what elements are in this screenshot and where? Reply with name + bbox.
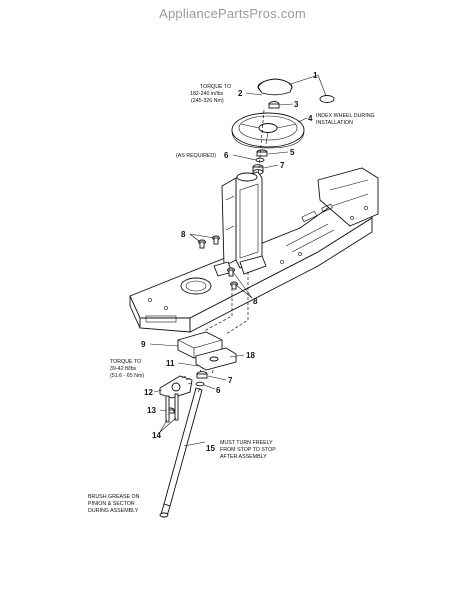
svg-text:(245-326 Nm): (245-326 Nm) xyxy=(191,98,224,104)
note-torque-mid: TORQUE TO 39-42 ft/lbs (51.6 - 65 Nm) xyxy=(110,359,144,379)
washer-6-lower xyxy=(195,381,205,387)
note-must-turn-freely: MUST TURN FREELY FROM STOP TO STOP AFTER… xyxy=(220,440,276,460)
sector-bracket xyxy=(195,347,237,371)
steering-nut xyxy=(268,101,280,109)
bolts-14 xyxy=(165,393,179,423)
bolt-8-lower xyxy=(227,267,238,290)
steering-wheel-cap xyxy=(257,78,293,96)
svg-text:DURING ASSEMBLY: DURING ASSEMBLY xyxy=(88,508,139,514)
pinion-gear xyxy=(159,375,193,399)
callout-3: 3 xyxy=(294,100,299,109)
steering-column-support xyxy=(213,171,267,277)
cap-insert xyxy=(319,95,335,103)
svg-text:PINION & SECTOR: PINION & SECTOR xyxy=(88,501,135,507)
callout-8-lower: 8 xyxy=(253,297,258,306)
svg-text:182-240 in/lbs: 182-240 in/lbs xyxy=(190,91,224,97)
svg-text:MUST TURN FREELY: MUST TURN FREELY xyxy=(220,440,273,446)
svg-text:(51.6 - 65 Nm): (51.6 - 65 Nm) xyxy=(110,373,144,379)
svg-text:TORQUE TO: TORQUE TO xyxy=(200,84,231,90)
callout-13: 13 xyxy=(147,406,156,415)
callout-5: 5 xyxy=(290,148,295,157)
note-as-required: (AS REQUIRED) xyxy=(176,153,216,159)
svg-text:AFTER ASSEMBLY: AFTER ASSEMBLY xyxy=(220,454,267,460)
svg-text:FROM STOP TO STOP: FROM STOP TO STOP xyxy=(220,447,276,453)
callout-6: 6 xyxy=(224,151,229,160)
callout-4: 4 xyxy=(308,114,313,123)
callout-2: 2 xyxy=(238,89,243,98)
bushing-7-lower xyxy=(196,371,208,379)
note-index-wheel: INDEX WHEEL DURING INSTALLATION xyxy=(316,113,375,126)
site-watermark-title: AppliancePartsPros.com xyxy=(159,6,306,21)
callout-12: 12 xyxy=(144,388,153,397)
spacer-5 xyxy=(256,149,268,157)
callout-7: 7 xyxy=(280,161,285,170)
callout-14: 14 xyxy=(152,431,161,440)
steering-wheel xyxy=(231,112,305,149)
svg-text:TORQUE TO: TORQUE TO xyxy=(110,359,141,365)
callout-18: 18 xyxy=(246,351,255,360)
svg-text:INSTALLATION: INSTALLATION xyxy=(316,120,353,126)
callout-9: 9 xyxy=(141,340,146,349)
callout-6-lower: 6 xyxy=(216,386,221,395)
callout-15: 15 xyxy=(206,444,215,453)
note-brush-grease: BRUSH GREASE ON PINION & SECTOR DURING A… xyxy=(88,494,140,514)
callout-11: 11 xyxy=(166,359,175,368)
leader-lines xyxy=(149,74,327,447)
svg-text:BRUSH GREASE ON: BRUSH GREASE ON xyxy=(88,494,140,500)
note-torque-top: TORQUE TO 182-240 in/lbs (245-326 Nm) xyxy=(190,84,231,104)
svg-text:39-42 ft/lbs: 39-42 ft/lbs xyxy=(110,366,137,372)
callout-7-lower: 7 xyxy=(228,376,233,385)
steering-shaft xyxy=(159,387,203,518)
callout-1: 1 xyxy=(313,71,318,80)
bolt-8-left xyxy=(198,235,220,249)
callout-8-upper: 8 xyxy=(181,230,186,239)
svg-text:INDEX WHEEL DURING: INDEX WHEEL DURING xyxy=(316,113,375,119)
